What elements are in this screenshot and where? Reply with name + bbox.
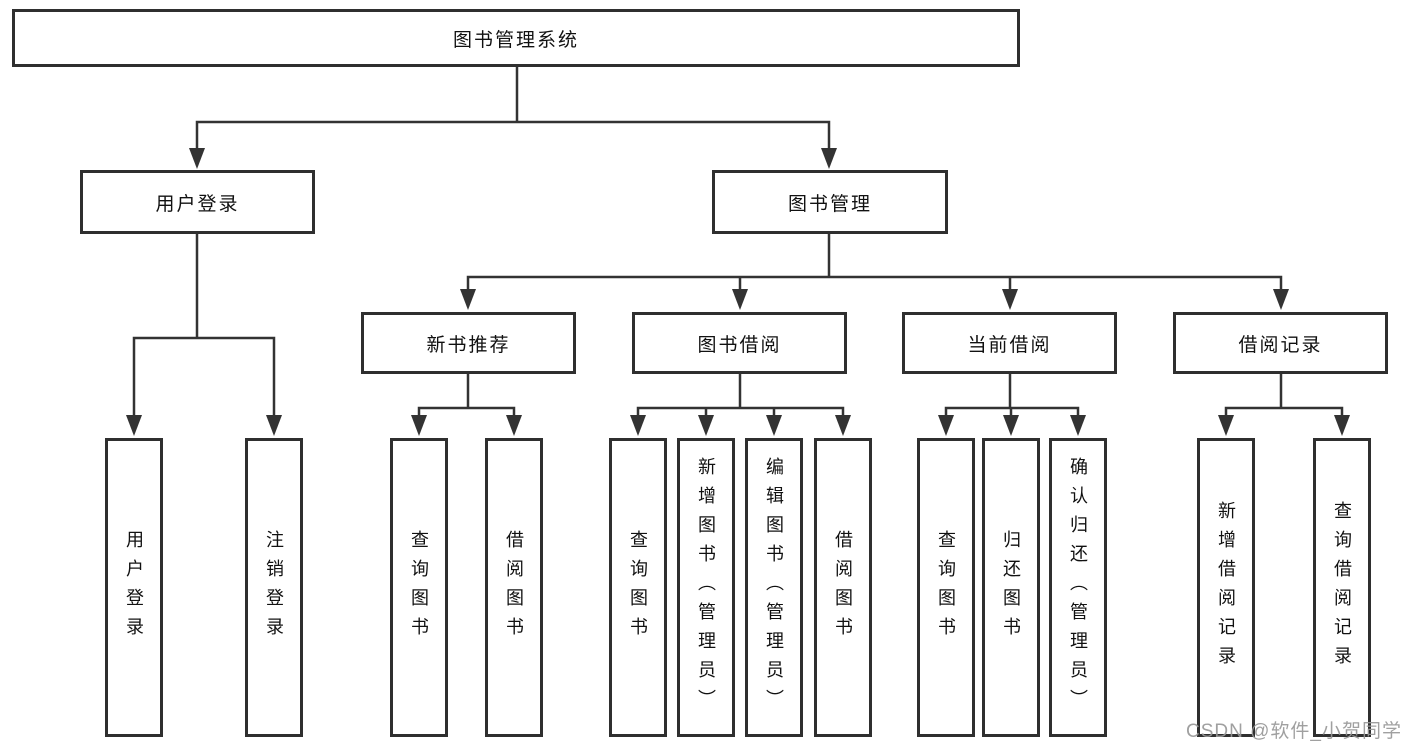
leaf-query-books-3: 查询图书 <box>917 438 975 737</box>
leaf-return-books: 归还图书 <box>982 438 1040 737</box>
node-user-login: 用户登录 <box>80 170 315 234</box>
csdn-watermark: CSDN @软件_小贺同学 <box>1186 721 1402 742</box>
leaf-query-borrow-record: 查询借阅记录 <box>1313 438 1371 737</box>
node-book-borrowing: 图书借阅 <box>632 312 847 374</box>
node-current-borrowing: 当前借阅 <box>902 312 1117 374</box>
leaf-query-books-2: 查询图书 <box>609 438 667 737</box>
node-book-management: 图书管理 <box>712 170 948 234</box>
leaf-add-books-admin: 新增图书（管理员） <box>677 438 735 737</box>
leaf-borrow-books-1: 借阅图书 <box>485 438 543 737</box>
leaf-logout-login: 注销登录 <box>245 438 303 737</box>
leaf-user-login: 用户登录 <box>105 438 163 737</box>
node-borrowing-records: 借阅记录 <box>1173 312 1388 374</box>
leaf-borrow-books-2: 借阅图书 <box>814 438 872 737</box>
leaf-add-borrow-record: 新增借阅记录 <box>1197 438 1255 737</box>
node-new-book-recommend: 新书推荐 <box>361 312 576 374</box>
leaf-query-books-1: 查询图书 <box>390 438 448 737</box>
leaf-confirm-return-admin: 确认归还（管理员） <box>1049 438 1107 737</box>
node-library-management-system: 图书管理系统 <box>12 9 1020 67</box>
leaf-edit-books-admin: 编辑图书（管理员） <box>745 438 803 737</box>
